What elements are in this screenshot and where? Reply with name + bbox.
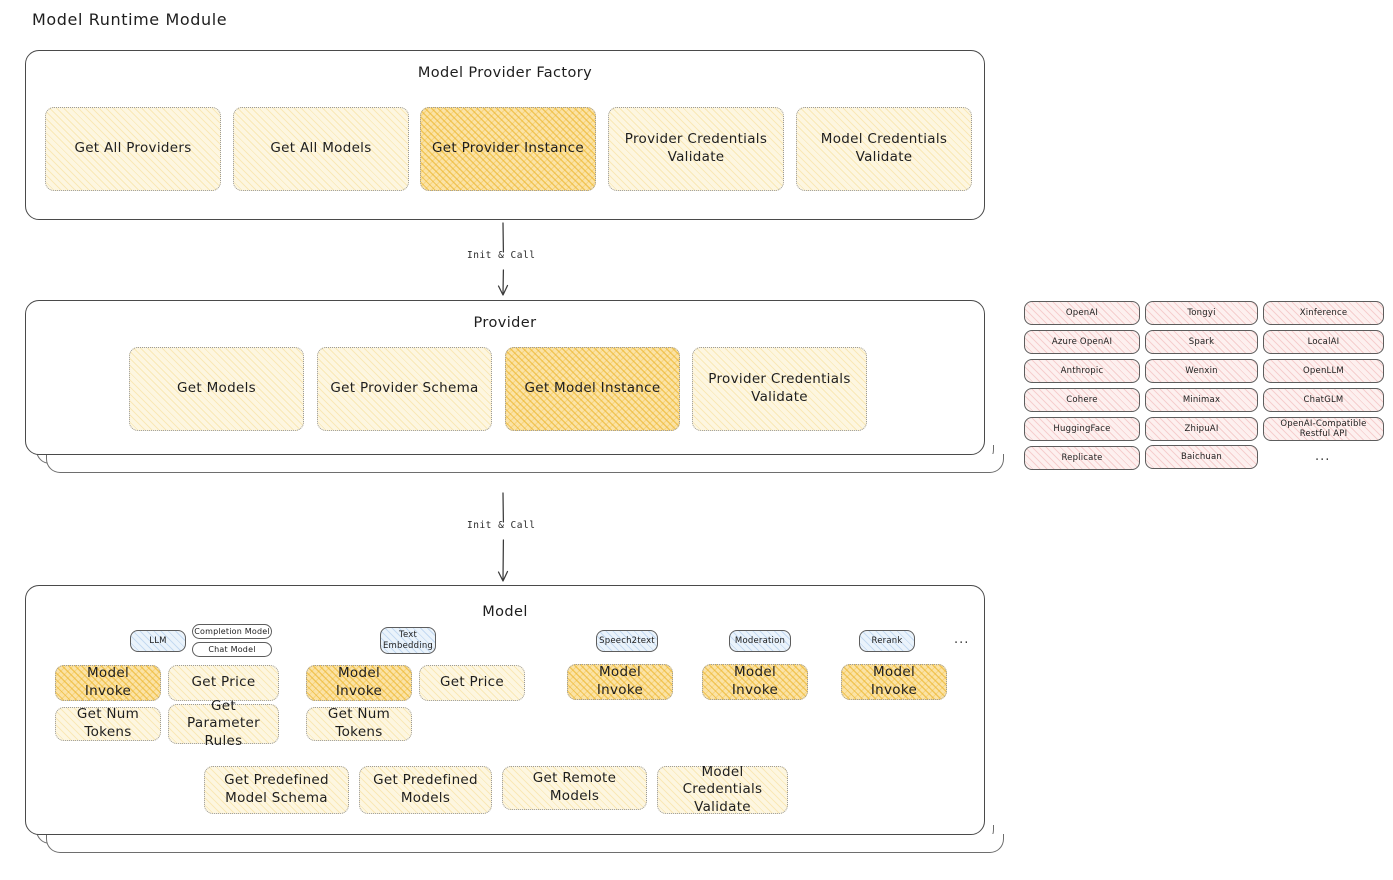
provider-tag-tongyi[interactable]: Tongyi [1145, 301, 1258, 325]
provider-tag-cohere[interactable]: Cohere [1024, 388, 1140, 412]
provider-tag-openllm[interactable]: OpenLLM [1263, 359, 1384, 383]
provider-list: OpenAI Azure OpenAI Anthropic Cohere Hug… [1024, 301, 1384, 476]
provider-tag-huggingface[interactable]: HuggingFace [1024, 417, 1140, 441]
model-card: Model LLM Completion Model Chat Model Mo… [25, 585, 1004, 853]
model-type-badge-text-embedding[interactable]: Text Embedding [380, 627, 436, 654]
model-method-llm-model-invoke[interactable]: Model Invoke [55, 665, 161, 701]
provider-title: Provider [473, 315, 537, 331]
provider-tag-azure-openai[interactable]: Azure OpenAI [1024, 330, 1140, 354]
factory-node-get-provider-instance[interactable]: Get Provider Instance [420, 107, 596, 191]
model-common-method-model-credentials-validate[interactable]: Model Credentials Validate [657, 764, 788, 815]
factory-node-provider-credentials-validate[interactable]: Provider Credentials Validate [608, 107, 784, 191]
provider-tag-openai-compatible-restful-api[interactable]: OpenAI-Compatible Restful API [1263, 417, 1384, 441]
model-method-llm-get-num-tokens[interactable]: Get Num Tokens [55, 706, 161, 741]
factory-node-get-all-providers[interactable]: Get All Providers [45, 107, 221, 191]
arrow-factory-to-provider: Init & Call [467, 222, 590, 302]
provider-tag-baichuan[interactable]: Baichuan [1145, 445, 1258, 469]
model-method-llm-get-price[interactable]: Get Price [168, 665, 279, 701]
model-method-text-embedding-get-num-tokens[interactable]: Get Num Tokens [306, 706, 412, 741]
model-provider-factory-title: Model Provider Factory [417, 65, 593, 81]
model-title: Model [482, 604, 528, 620]
model-method-text-embedding-model-invoke[interactable]: Model Invoke [306, 665, 412, 701]
model-common-method-get-remote-models[interactable]: Get Remote Models [502, 766, 647, 810]
arrow-label-init-and-call-2: Init & Call [467, 520, 536, 531]
provider-node-provider-credentials-validate[interactable]: Provider Credentials Validate [692, 347, 867, 431]
page-title: Model Runtime Module [32, 10, 228, 29]
provider-tag-openai[interactable]: OpenAI [1024, 301, 1140, 325]
provider-tag-minimax[interactable]: Minimax [1145, 388, 1258, 412]
model-type-badge-moderation[interactable]: Moderation [729, 630, 791, 652]
provider-tag-spark[interactable]: Spark [1145, 330, 1258, 354]
provider-card: Provider Get Models Get Provider Schema … [25, 300, 1004, 473]
provider-node-get-provider-schema[interactable]: Get Provider Schema [317, 347, 492, 431]
provider-tag-chatglm[interactable]: ChatGLM [1263, 388, 1384, 412]
provider-tag-anthropic[interactable]: Anthropic [1024, 359, 1140, 383]
provider-tag-wenxin[interactable]: Wenxin [1145, 359, 1258, 383]
model-method-rerank-model-invoke[interactable]: Model Invoke [841, 664, 947, 700]
factory-node-get-all-models[interactable]: Get All Models [233, 107, 409, 191]
factory-node-model-credentials-validate[interactable]: Model Credentials Validate [796, 107, 972, 191]
arrow-provider-to-model: Init & Call [467, 492, 590, 587]
model-common-method-get-predefined-models[interactable]: Get Predefined Models [359, 766, 492, 814]
arrow-line-icon [497, 492, 509, 582]
arrow-line-icon [497, 222, 509, 296]
model-types-ellipsis: ... [954, 632, 970, 647]
model-common-method-get-predefined-model-schema[interactable]: Get Predefined Model Schema [204, 766, 349, 814]
model-subtype-badge-chat-model[interactable]: Chat Model [192, 642, 272, 657]
model-type-badge-rerank[interactable]: Rerank [859, 630, 915, 652]
model-type-badge-speech2text[interactable]: Speech2text [596, 630, 658, 652]
provider-node-get-models[interactable]: Get Models [129, 347, 304, 431]
model-subtype-badge-completion-model[interactable]: Completion Model [192, 624, 272, 639]
provider-tag-zhipuai[interactable]: ZhipuAI [1145, 417, 1258, 441]
provider-list-ellipsis: ... [1315, 449, 1331, 464]
model-method-speech2text-model-invoke[interactable]: Model Invoke [567, 664, 673, 700]
model-method-text-embedding-get-price[interactable]: Get Price [419, 665, 525, 701]
model-method-moderation-model-invoke[interactable]: Model Invoke [702, 664, 808, 700]
provider-tag-xinference[interactable]: Xinference [1263, 301, 1384, 325]
provider-tag-localai[interactable]: LocalAI [1263, 330, 1384, 354]
arrow-label-init-and-call-1: Init & Call [467, 250, 536, 261]
model-type-badge-llm[interactable]: LLM [130, 630, 186, 652]
provider-node-get-model-instance[interactable]: Get Model Instance [505, 347, 680, 431]
model-method-llm-get-parameter-rules[interactable]: Get Parameter Rules [168, 698, 279, 749]
provider-tag-replicate[interactable]: Replicate [1024, 446, 1140, 470]
model-provider-factory-card: Model Provider Factory Get All Providers… [25, 50, 985, 220]
